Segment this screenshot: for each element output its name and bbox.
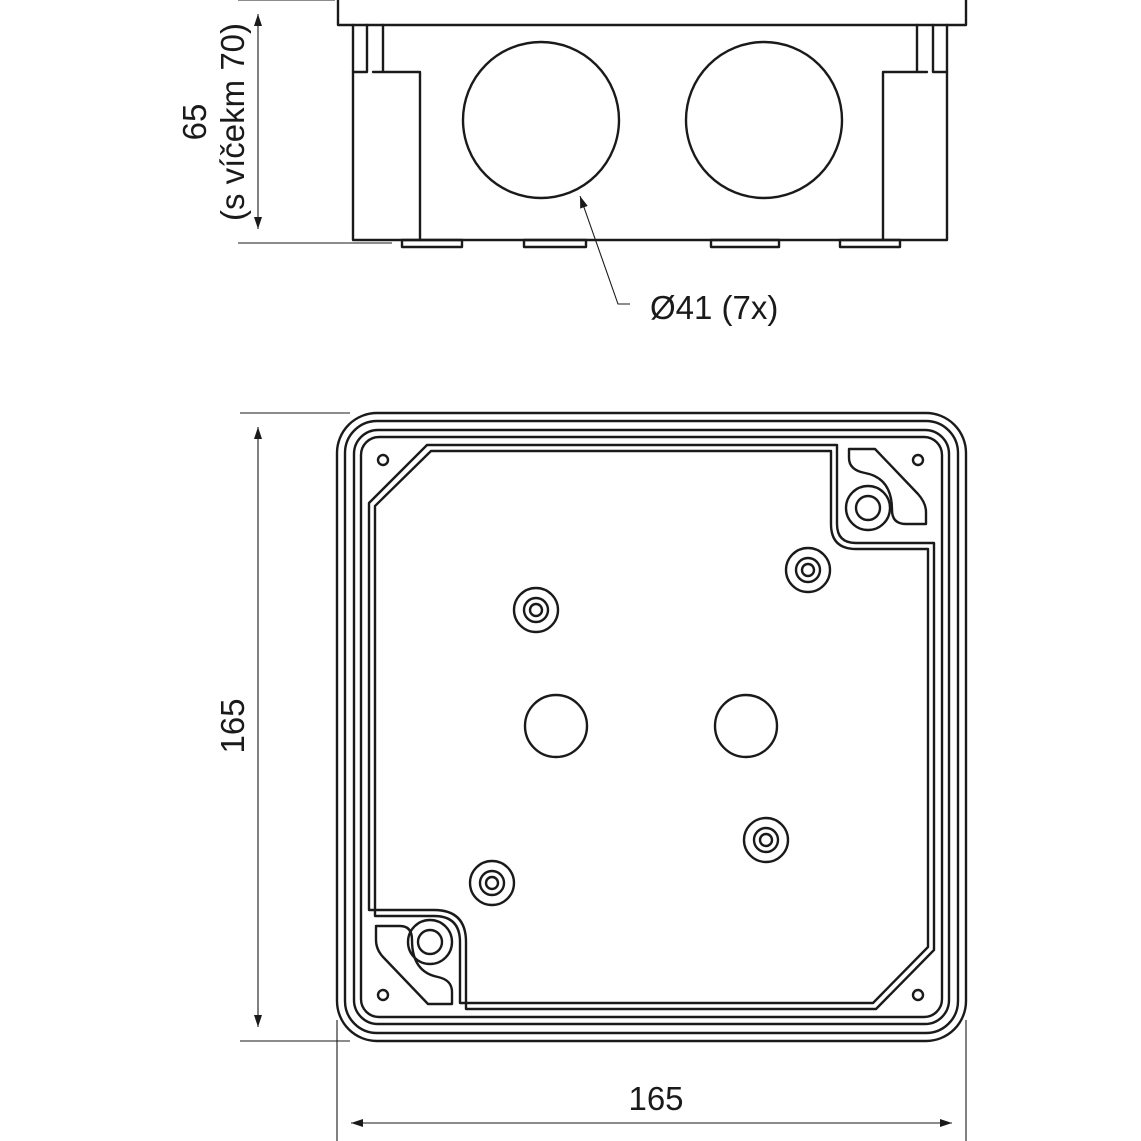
right-wall-detail (881, 23, 949, 242)
corner-boss-outline (847, 447, 928, 526)
mounting-boss (468, 859, 516, 907)
foot (522, 238, 588, 249)
corner-screw-boss (844, 484, 892, 532)
mounting-boss (742, 816, 790, 864)
inner-wall (359, 435, 944, 1019)
corner-screw-boss (406, 918, 454, 966)
height-note-label: (s víčekm 70) (214, 23, 251, 221)
hole-callout-label: Ø41 (7x) (650, 289, 778, 326)
foot (709, 238, 781, 249)
knockout-hole (461, 40, 621, 200)
left-wall-detail (351, 23, 422, 242)
hole-leader-line (579, 195, 630, 305)
lid-screw-hole (376, 988, 390, 1002)
box-body (351, 23, 949, 242)
width-length-label: 165 (628, 1080, 683, 1117)
corner-screw-hole (416, 928, 444, 956)
lid-screw-hole (911, 988, 925, 1002)
knockout-hole (684, 40, 844, 200)
lid-screw-hole (376, 453, 390, 467)
corner-screw-hole (854, 494, 882, 522)
mounting-boss (784, 546, 832, 594)
floor-entry-hole (523, 693, 589, 759)
height-value-label: 65 (176, 104, 213, 141)
top-view (335, 411, 968, 1043)
mounting-boss (512, 586, 560, 634)
rim-groove-outer (343, 419, 960, 1035)
side-length-dimension: 165 (214, 412, 350, 1042)
height-dimension: 65 (s víčekm 70) (176, 0, 392, 244)
width-dimension: 165 (336, 1020, 967, 1141)
side-length-label: 165 (214, 698, 251, 753)
foot (400, 238, 464, 249)
lid-screw-hole (911, 453, 925, 467)
floor-outline-inner (373, 449, 930, 1005)
outer-rim (335, 411, 968, 1043)
lid-rim (336, 0, 968, 27)
side-view: Ø41 (7x) (336, 0, 968, 326)
rim-groove-inner (352, 428, 951, 1026)
floor-entry-hole (713, 693, 779, 759)
foot (838, 238, 902, 249)
floor-outline-outer (367, 443, 936, 1011)
